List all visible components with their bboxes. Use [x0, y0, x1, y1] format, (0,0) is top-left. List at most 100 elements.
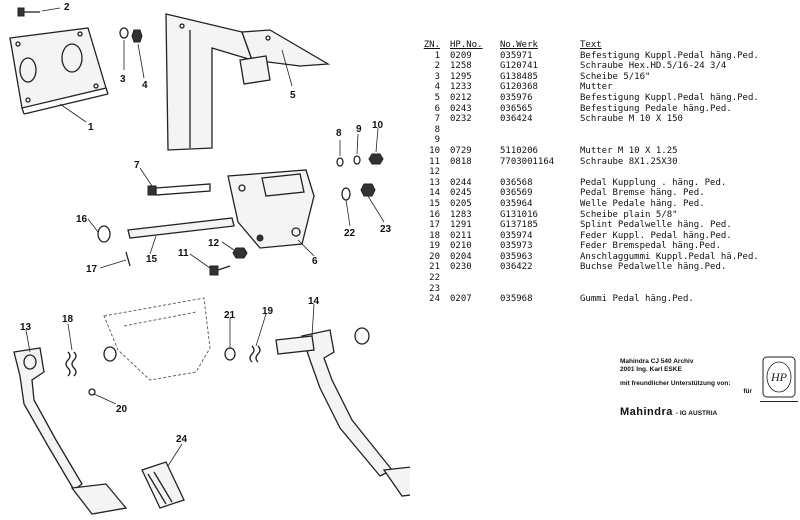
- callout-2: 2: [64, 2, 70, 13]
- cell-text: Feder Kuppl. Pedal häng.Ped.: [580, 230, 732, 241]
- parts-list-header: ZN. HP.No. No.Werk Text: [418, 40, 798, 51]
- header-hp-no: HP.No.: [450, 40, 483, 50]
- part-1-mounting-plate: [9, 27, 109, 115]
- header-zn: ZN.: [423, 40, 440, 50]
- cell-hp-no: 0212: [450, 92, 472, 103]
- cell-hp-no: 0230: [450, 262, 472, 273]
- callout-14: 14: [308, 296, 320, 307]
- cell-text: Befestigung Pedale häng.Ped.: [580, 103, 732, 114]
- callout-24: 24: [176, 434, 188, 445]
- credit-fuer: für: [743, 388, 752, 395]
- cell-hp-no: 0204: [450, 251, 472, 262]
- seal-underline: [760, 401, 798, 403]
- cell-text: Schraube M 10 X 150: [580, 114, 683, 125]
- mahindra-logo: Mahindra: [620, 406, 673, 418]
- cell-zn: 16: [429, 209, 440, 220]
- cell-werk-no: 035973: [500, 241, 533, 252]
- cell-werk-no: 036424: [500, 114, 533, 125]
- callout-4: 4: [142, 80, 148, 91]
- callout-5: 5: [290, 90, 296, 101]
- part-19-spring: [249, 345, 261, 363]
- table-row: 12: [418, 167, 798, 178]
- cell-zn: 24: [429, 294, 440, 305]
- cell-text: Welle Pedale häng. Ped.: [580, 198, 705, 209]
- callout-3: 3: [120, 74, 126, 85]
- part-17-split-pin: [125, 251, 131, 267]
- part-6-pedal-support: [227, 169, 315, 249]
- part-21-bushing: [224, 347, 236, 361]
- cell-werk-no: 036565: [500, 103, 533, 114]
- callout-23: 23: [380, 224, 392, 235]
- part-23-nut: [360, 183, 376, 197]
- cell-hp-no: 1291: [450, 220, 472, 231]
- cell-text: Scheibe 5/16": [580, 71, 651, 82]
- cell-werk-no: 5110206: [500, 145, 538, 156]
- cell-text: Befestigung Kuppl.Pedal häng.Ped.: [580, 92, 759, 103]
- table-row: 9: [418, 135, 798, 146]
- part-5-bracket: [165, 13, 331, 151]
- part-20-rubber-stop: [88, 388, 96, 396]
- cell-zn: 7: [434, 114, 440, 125]
- cell-zn: 21: [429, 262, 440, 273]
- cell-text: Pedal Kupplung . häng. Ped.: [580, 177, 727, 188]
- cell-hp-no: 1258: [450, 61, 472, 72]
- callout-15: 15: [146, 254, 158, 265]
- cell-zn: 2: [434, 61, 440, 72]
- part-14-brake-pedal: [275, 327, 410, 497]
- cell-zn: 6: [434, 103, 440, 114]
- cell-text: Mutter: [580, 82, 613, 93]
- cell-werk-no: 035963: [500, 251, 533, 262]
- pedal-support-outline: [103, 297, 211, 381]
- archive-credits: Mahindra CJ 540 Archiv 2001 Ing. Karl ES…: [620, 358, 760, 396]
- leader-lines: [25, 7, 385, 467]
- cell-zn: 14: [429, 188, 440, 199]
- part-9-washer: [353, 155, 361, 165]
- callout-22: 22: [344, 228, 356, 239]
- hp-seal-icon: HP: [762, 356, 796, 398]
- cell-werk-no: G131016: [500, 209, 538, 220]
- callout-7: 7: [134, 160, 140, 171]
- cell-text: Anschlaggummi Kuppl.Pedal hä.Ped.: [580, 251, 759, 262]
- cell-zn: 3: [434, 71, 440, 82]
- callout-20: 20: [116, 404, 128, 415]
- cell-hp-no: 0244: [450, 177, 472, 188]
- cell-hp-no: 0243: [450, 103, 472, 114]
- callout-19: 19: [262, 306, 274, 317]
- cell-zn: 1: [434, 50, 440, 61]
- cell-hp-no: 0729: [450, 145, 472, 156]
- part-22-washer: [341, 187, 351, 201]
- cell-hp-no: 0209: [450, 50, 472, 61]
- cell-text: Schraube Hex.HD.5/16-24 3/4: [580, 61, 727, 72]
- cell-zn: 13: [429, 177, 440, 188]
- cell-werk-no: 035968: [500, 294, 533, 305]
- cell-hp-no: 0210: [450, 241, 472, 252]
- cell-werk-no: G120741: [500, 61, 538, 72]
- cell-zn: 12: [429, 167, 440, 178]
- cell-hp-no: 0818: [450, 156, 472, 167]
- callout-6: 6: [312, 256, 318, 267]
- cell-text: Buchse Pedalwelle häng.Ped.: [580, 262, 727, 273]
- cell-text: Schraube 8X1.25X30: [580, 156, 678, 167]
- cell-text: Pedal Bremse häng. Ped.: [580, 188, 705, 199]
- cell-hp-no: 1283: [450, 209, 472, 220]
- cell-werk-no: 7703001164: [500, 156, 555, 167]
- cell-zn: 18: [429, 230, 440, 241]
- cell-werk-no: G138485: [500, 71, 538, 82]
- part-11-bolt: [209, 265, 231, 276]
- header-text: Text: [580, 40, 602, 50]
- table-row: 2 1258 G120741 Schraube Hex.HD.5/16-24 3/4: [418, 61, 798, 72]
- part-3-washer: [119, 27, 129, 39]
